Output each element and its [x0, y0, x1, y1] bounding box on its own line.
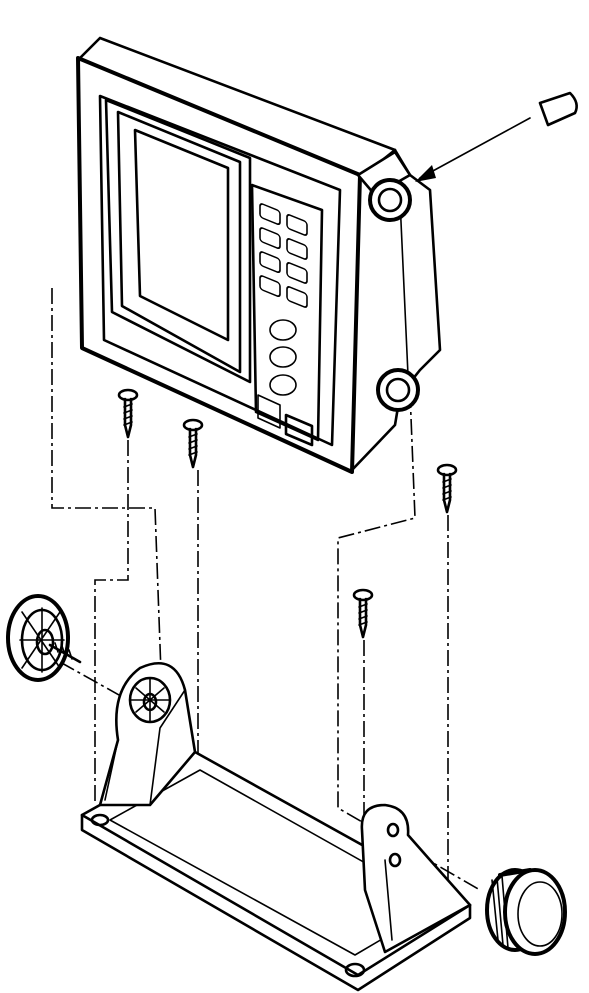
knob [487, 870, 565, 954]
knob-cap [415, 93, 577, 182]
hanger-bracket [82, 663, 470, 990]
display-unit [78, 38, 440, 472]
